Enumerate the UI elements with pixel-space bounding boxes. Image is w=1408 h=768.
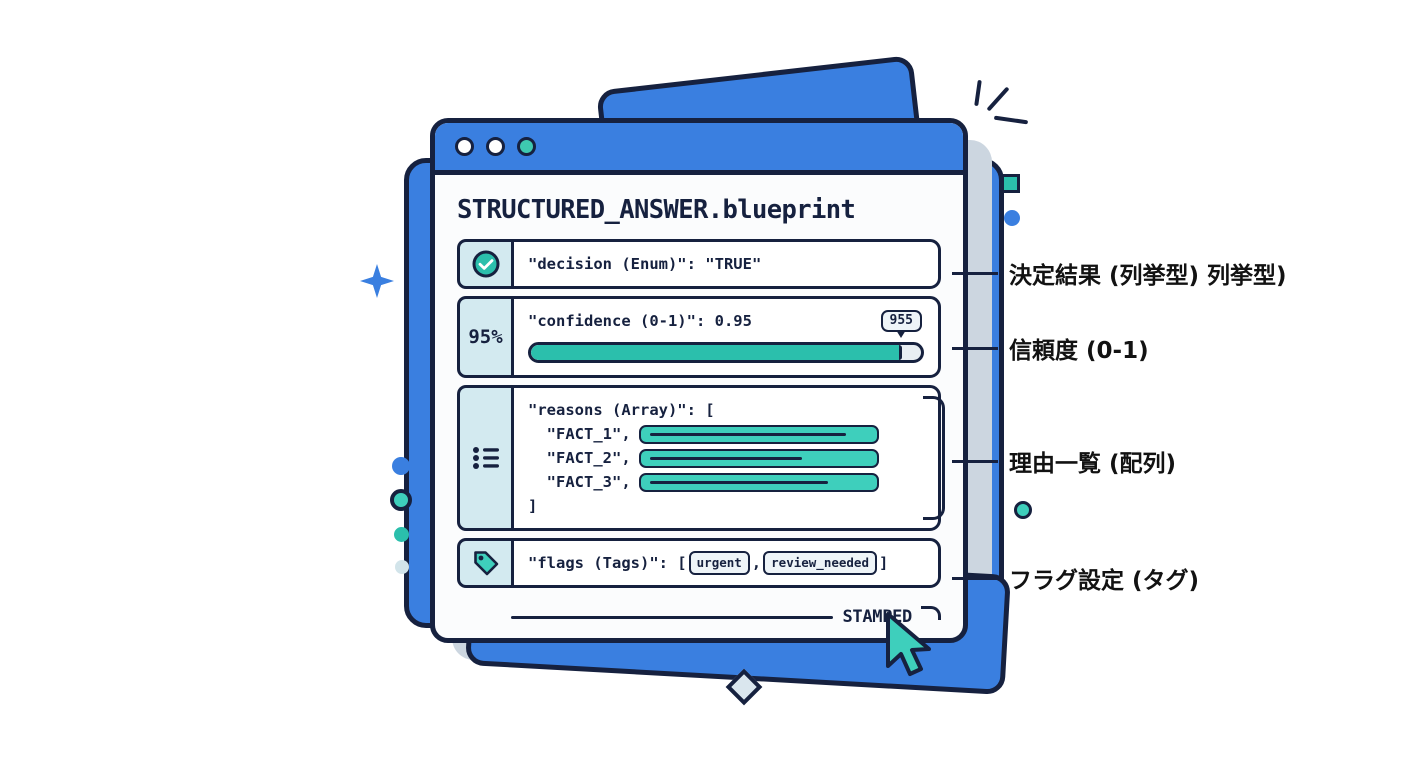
annotation-reasons-label: 理由一覧 (配列) — [1009, 451, 1177, 477]
decision-content: "decision (Enum)": "TRUE" — [511, 239, 941, 290]
field-row-reasons[interactable]: "reasons (Array)": [ "FACT_1", "FACT_2",… — [457, 385, 945, 532]
close-dot-icon[interactable] — [455, 137, 474, 156]
reason-label: "FACT_1", — [528, 425, 631, 444]
field-row-decision[interactable]: "decision (Enum)": "TRUE" — [457, 239, 941, 290]
teal-square-decoration — [1001, 174, 1020, 193]
window-body: STRUCTURED_ANSWER.blueprint "decision (E… — [435, 175, 963, 638]
blue-dot-decoration — [1004, 210, 1020, 226]
sparkle-icon — [360, 264, 394, 298]
reason-bar-fill — [649, 480, 828, 484]
annotation-decision: 決定結果 (列挙型) 列挙型) — [952, 256, 1287, 290]
confidence-percent-label: 95% — [468, 326, 503, 349]
field-row-flags[interactable]: "flags (Tags)": [ urgent , review_needed… — [457, 538, 941, 589]
reason-bar — [638, 448, 879, 468]
minimize-dot-icon[interactable] — [486, 137, 505, 156]
reason-label: "FACT_3", — [528, 473, 631, 492]
annotation-reasons: 理由一覧 (配列) — [952, 444, 1176, 478]
bullet-list-icon — [472, 447, 499, 470]
confidence-progress-fill — [531, 345, 902, 361]
annotation-leader-line — [952, 576, 998, 580]
flag-tag-review-needed[interactable]: review_needed — [763, 551, 877, 576]
reasons-lines: "reasons (Array)": [ "FACT_1", "FACT_2",… — [528, 398, 924, 518]
sparkle-burst-icon — [968, 78, 1029, 138]
confidence-progress-bar[interactable] — [528, 342, 924, 364]
stamped-tail — [921, 606, 941, 620]
annotation-confidence: 信頼度 (0-1) — [952, 331, 1149, 365]
reason-bar — [638, 424, 879, 444]
annotation-leader-line — [952, 459, 998, 463]
reason-bar — [638, 472, 879, 492]
confidence-text: "confidence (0-1)": 0.95 — [528, 312, 752, 331]
flags-content: "flags (Tags)": [ urgent , review_needed… — [511, 538, 941, 589]
mouse-cursor-icon[interactable] — [882, 610, 946, 680]
reason-item: "FACT_2", — [528, 446, 924, 470]
reasons-gutter — [457, 385, 511, 532]
flags-separator: , — [751, 554, 762, 573]
confidence-header: "confidence (0-1)": 0.95 955 — [528, 309, 924, 339]
annotation-confidence-label: 信頼度 (0-1) — [1009, 338, 1149, 364]
stamped-footer: STAMPED — [511, 606, 941, 628]
flag-tag-urgent[interactable]: urgent — [688, 551, 750, 576]
confidence-badge[interactable]: 955 — [880, 310, 922, 339]
reasons-open-line: "reasons (Array)": [ — [528, 401, 715, 420]
page-title: STRUCTURED_ANSWER.blueprint — [457, 195, 856, 225]
annotation-leader-line — [952, 346, 998, 350]
annotation-flags-label: フラグ設定 (タグ) — [1009, 568, 1200, 594]
reason-bar-fill — [649, 432, 846, 436]
blue-dot-decoration — [392, 457, 410, 475]
confidence-gutter: 95% — [457, 296, 511, 379]
decision-text: "decision (Enum)": "TRUE" — [528, 255, 762, 273]
field-row-confidence[interactable]: 95% "confidence (0-1)": 0.95 955 — [457, 296, 941, 379]
reasons-content: "reasons (Array)": [ "FACT_1", "FACT_2",… — [511, 385, 945, 532]
reasons-close-line: ] — [528, 497, 538, 516]
maximize-dot-icon[interactable] — [517, 137, 536, 156]
check-circle-icon — [472, 250, 499, 278]
reason-item: "FACT_1", — [528, 422, 924, 446]
blueprint-window: STRUCTURED_ANSWER.blueprint "decision (E… — [430, 118, 968, 643]
annotation-decision-label: 決定結果 (列挙型) 列挙型) — [1009, 263, 1287, 289]
window-titlebar — [435, 123, 963, 175]
decision-gutter — [457, 239, 511, 290]
tag-icon — [473, 551, 498, 576]
annotation-leader-line — [952, 271, 998, 275]
pale-dot-decoration — [395, 560, 409, 574]
teal-dot-decoration — [394, 527, 409, 542]
reason-item: "FACT_3", — [528, 470, 924, 494]
flags-suffix: ] — [878, 554, 889, 573]
reason-bar-fill — [649, 456, 802, 460]
reason-label: "FACT_2", — [528, 449, 631, 468]
flags-prefix: "flags (Tags)": [ — [528, 554, 687, 573]
annotation-flags: フラグ設定 (タグ) — [952, 561, 1199, 595]
teal-ring-dot-decoration — [1014, 501, 1032, 519]
flags-gutter — [457, 538, 511, 589]
reasons-bracket — [923, 396, 945, 521]
teal-ring-dot-decoration — [390, 489, 412, 511]
stamped-rule — [511, 615, 834, 619]
confidence-content: "confidence (0-1)": 0.95 955 — [511, 296, 941, 379]
